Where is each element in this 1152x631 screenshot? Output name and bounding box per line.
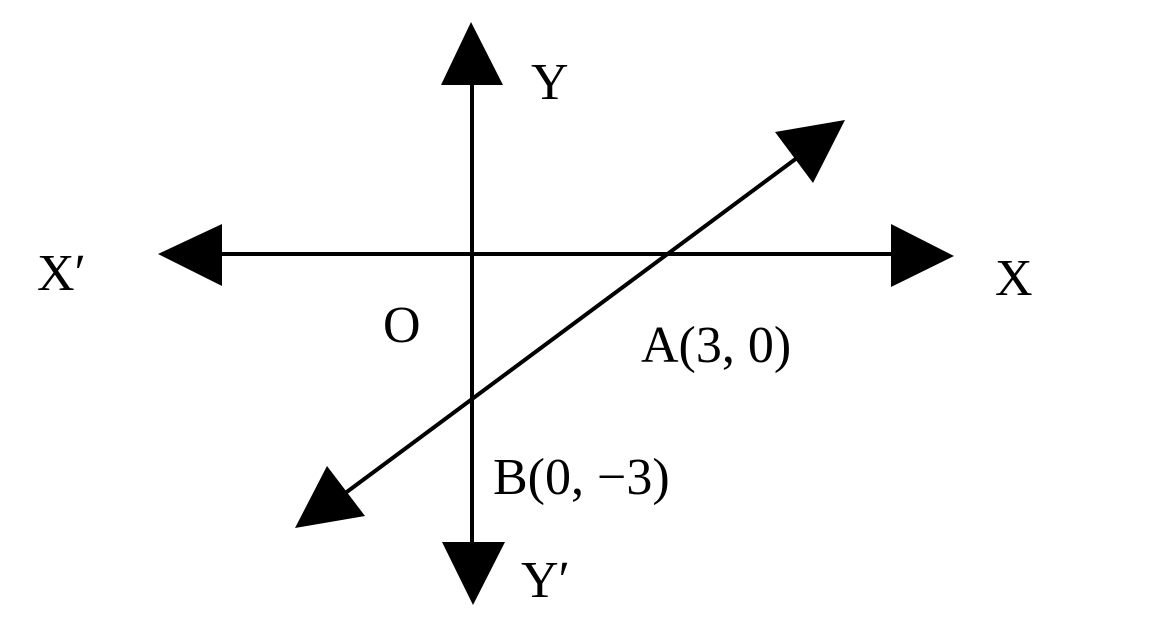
line-upper-arrowhead-icon bbox=[775, 120, 845, 183]
line-lower-arrowhead-icon bbox=[295, 466, 365, 528]
y-axis-label: Y bbox=[531, 54, 569, 111]
x-negative-axis-label: X′ bbox=[37, 245, 86, 302]
y-axis bbox=[441, 22, 505, 605]
point-a-label: A(3, 0) bbox=[641, 317, 792, 374]
point-b-label: B(0, −3) bbox=[493, 449, 670, 506]
y-positive-arrowhead-icon bbox=[441, 22, 503, 85]
x-negative-arrowhead-icon bbox=[158, 224, 222, 286]
y-negative-arrowhead-icon bbox=[442, 542, 505, 605]
x-axis bbox=[158, 224, 954, 287]
origin-label: O bbox=[383, 297, 421, 354]
x-positive-arrowhead-icon bbox=[891, 224, 954, 287]
line-ab bbox=[295, 120, 845, 528]
y-negative-axis-label: Y′ bbox=[521, 552, 570, 609]
x-axis-label: X bbox=[995, 250, 1033, 307]
